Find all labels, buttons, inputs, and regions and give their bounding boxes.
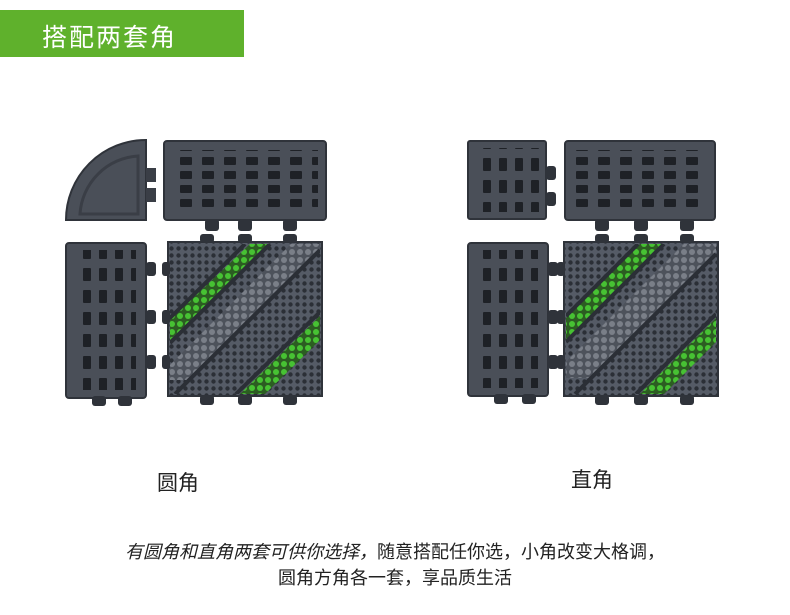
round-corner-caption: 圆角 — [157, 471, 199, 495]
main-tile — [162, 234, 323, 405]
side-edge-strip — [65, 242, 156, 406]
square-corner-caption: 直角 — [571, 468, 613, 492]
section-title: 搭配两套角 — [42, 23, 178, 52]
top-edge-strip-right — [564, 140, 716, 231]
top-edge-strip — [163, 140, 327, 231]
description-rest: 随意搭配任你选，小角改变大格调， — [377, 542, 665, 563]
side-edge-strip-right — [467, 242, 558, 404]
square-corner-set — [467, 140, 719, 405]
round-corner-piece — [64, 138, 147, 221]
round-corner-set — [64, 138, 327, 406]
description-emphasis: 有圆角和直角两套可供你选择， — [125, 542, 377, 563]
main-tile-right — [557, 234, 719, 405]
description-line-2: 圆角方角各一套，享品质生活 — [278, 568, 512, 589]
section-header: 搭配两套角 — [0, 10, 244, 57]
description-line-1: 有圆角和直角两套可供你选择，随意搭配任你选，小角改变大格调， — [0, 538, 790, 564]
square-corner-piece — [467, 140, 556, 220]
